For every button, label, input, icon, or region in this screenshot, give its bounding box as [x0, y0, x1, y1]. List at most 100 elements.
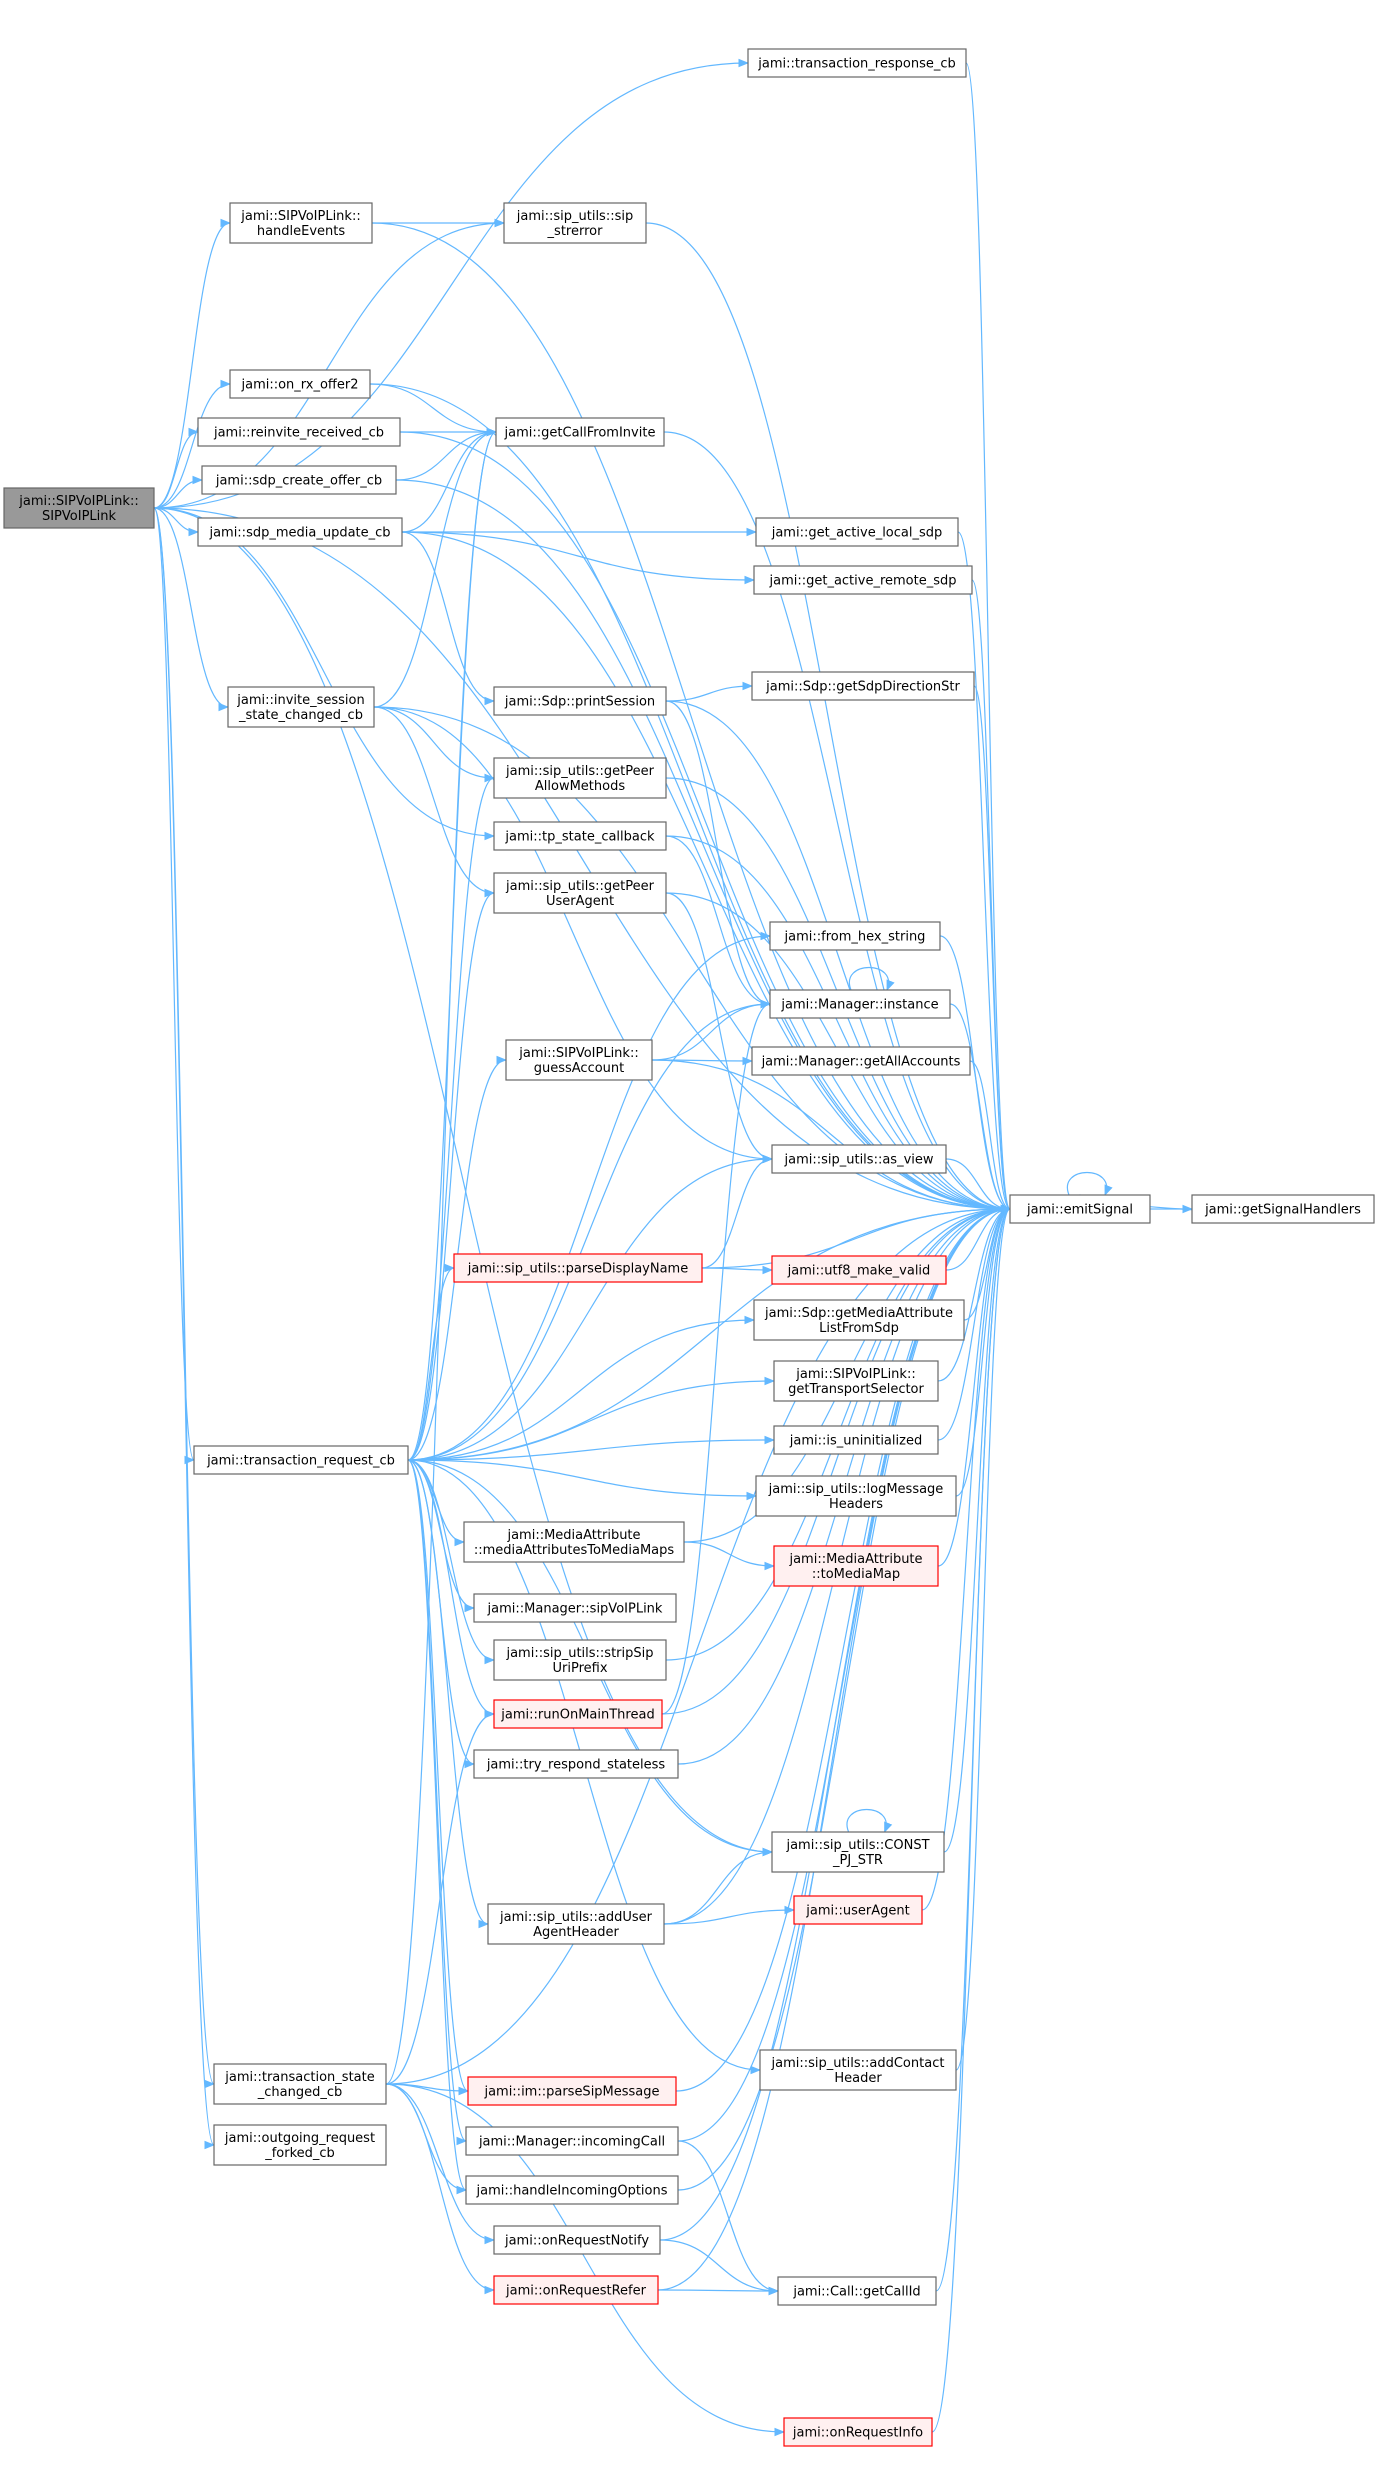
- node-jami-useragent[interactable]: jami::userAgent: [793, 1895, 923, 1925]
- node-jami-invite-session-state-changed-cb[interactable]: jami::invite_session_state_changed_cb: [227, 686, 375, 728]
- node-jami-manager-instance[interactable]: jami::Manager::instance: [769, 989, 951, 1019]
- edge-trc-to-emit: [965, 62, 1012, 1213]
- edge-tsc-to-reqnot: [385, 2083, 496, 2245]
- edge-iss-to-gpam: [373, 706, 496, 783]
- node-jami-emitsignal[interactable]: jami::emitSignal: [1009, 1194, 1151, 1224]
- edge-treq-to-parsesip: [407, 1459, 470, 2096]
- node-jami-from-hex-string[interactable]: jami::from_hex_string: [769, 921, 941, 951]
- node-jami-sdp-getsdpdirectionstr[interactable]: jami::Sdp::getSdpDirectionStr: [751, 671, 975, 701]
- edge-getdir-to-emit: [973, 685, 1012, 1214]
- node-jami-getcallfrominvite[interactable]: jami::getCallFromInvite: [495, 417, 665, 447]
- node-label-line: _forked_cb: [264, 2146, 335, 2161]
- node-jami-sipvoiplink-handleevents[interactable]: jami::SIPVoIPLink::handleEvents: [229, 202, 373, 244]
- edge-treq-to-incall: [407, 1459, 468, 2146]
- node-jami-manager-incomingcall[interactable]: jami::Manager::incomingCall: [465, 2126, 679, 2156]
- edge-printsess-to-getdir: [665, 681, 754, 702]
- edge-parsedn-to-asview: [701, 1154, 774, 1269]
- edge-sdpmu-to-getcall: [401, 427, 498, 533]
- node-jami-transaction-state-changed-cb[interactable]: jami::transaction_state_changed_cb: [213, 2063, 387, 2105]
- node-box: [3, 487, 155, 529]
- node-jami-get-active-local-sdp[interactable]: jami::get_active_local_sdp: [755, 517, 959, 547]
- edge-iss-to-asview: [373, 706, 774, 1164]
- node-jami-sip-utils-sip-strerror[interactable]: jami::sip_utils::sip_strerror: [503, 202, 647, 244]
- edge-root-to-sdpmu: [153, 507, 200, 537]
- node-label-line: jami::sip_utils::addUser: [499, 1910, 653, 1925]
- edge-runmain-to-mgrinst: [661, 999, 772, 1715]
- node-label-line: UserAgent: [546, 894, 614, 909]
- edge-guess-to-emit: [651, 1059, 1012, 1214]
- node-jami-sdp-create-offer-cb[interactable]: jami::sdp_create_offer_cb: [201, 465, 397, 495]
- edge-root-to-strerr: [153, 218, 506, 509]
- node-jami-utf8-make-valid[interactable]: jami::utf8_make_valid: [771, 1255, 947, 1285]
- node-jami-sip-utils-parsedisplayname[interactable]: jami::sip_utils::parseDisplayName: [453, 1253, 703, 1283]
- node-label-line: jami::reinvite_received_cb: [213, 426, 384, 441]
- node-jami-sipvoiplink-sipvoiplink[interactable]: jami::SIPVoIPLink::SIPVoIPLink: [3, 487, 155, 529]
- node-box: [493, 872, 667, 914]
- node-jami-getsignalhandlers[interactable]: jami::getSignalHandlers: [1191, 1194, 1375, 1224]
- node-jami-try-respond-stateless[interactable]: jami::try_respond_stateless: [473, 1749, 679, 1779]
- node-jami-transaction-response-cb[interactable]: jami::transaction_response_cb: [747, 48, 967, 78]
- node-jami-tp-state-callback[interactable]: jami::tp_state_callback: [493, 821, 667, 851]
- node-box: [769, 989, 951, 1019]
- node-jami-outgoing-request-forked-cb[interactable]: jami::outgoing_request_forked_cb: [213, 2124, 387, 2166]
- node-jami-call-getcallid[interactable]: jami::Call::getCallId: [777, 2276, 937, 2306]
- node-label-line: _changed_cb: [257, 2085, 343, 2100]
- node-jami-onrequestinfo[interactable]: jami::onRequestInfo: [783, 2417, 933, 2447]
- edge-constpj-to-constpj: [846, 1808, 893, 1834]
- node-box: [493, 1639, 667, 1681]
- node-jami-onrequestnotify[interactable]: jami::onRequestNotify: [493, 2225, 661, 2255]
- node-label-line: jami::onRequestInfo: [792, 2426, 923, 2441]
- edge-root-to-sdpco: [153, 475, 204, 509]
- node-jami-im-parsesipmessage[interactable]: jami::im::parseSipMessage: [467, 2076, 677, 2106]
- node-jami-get-active-remote-sdp[interactable]: jami::get_active_remote_sdp: [753, 565, 973, 595]
- edge-treq-to-emit: [407, 1204, 1012, 1461]
- node-jami-sdp-printsession[interactable]: jami::Sdp::printSession: [493, 686, 667, 716]
- edge-root-to-treq: [153, 507, 196, 1464]
- node-jami-manager-getallaccounts[interactable]: jami::Manager::getAllAccounts: [751, 1046, 971, 1076]
- node-jami-runonmainthread[interactable]: jami::runOnMainThread: [493, 1699, 663, 1729]
- node-jami-on-rx-offer2[interactable]: jami::on_rx_offer2: [229, 369, 371, 399]
- node-jami-mediaattribute-mediaattributestomediamaps[interactable]: jami::MediaAttribute::mediaAttributesToM…: [463, 1521, 685, 1563]
- node-label-line: jami::sip_utils::getPeer: [505, 764, 655, 779]
- node-label-line: jami::Sdp::getSdpDirectionStr: [765, 680, 960, 695]
- edge-adduah-to-useragent: [663, 1905, 796, 1925]
- node-box: [771, 1831, 945, 1873]
- edge-getmal-to-emit: [963, 1204, 1012, 1321]
- node-jami-sip-utils-const-pj-str[interactable]: jami::sip_utils::CONST_PJ_STR: [771, 1831, 945, 1873]
- node-jami-onrequestrefer[interactable]: jami::onRequestRefer: [493, 2275, 659, 2305]
- node-jami-sdp-media-update-cb[interactable]: jami::sdp_media_update_cb: [197, 517, 403, 547]
- node-box: [503, 202, 647, 244]
- node-jami-manager-sipvoiplink[interactable]: jami::Manager::sipVoIPLink: [473, 1593, 677, 1623]
- node-label-line: getTransportSelector: [788, 1382, 924, 1397]
- node-label-line: jami::transaction_state: [224, 2070, 374, 2085]
- node-jami-sip-utils-as-view[interactable]: jami::sip_utils::as_view: [771, 1144, 947, 1174]
- node-box: [213, 2124, 387, 2166]
- node-label-line: jami::onRequestRefer: [505, 2284, 647, 2299]
- node-jami-reinvite-received-cb[interactable]: jami::reinvite_received_cb: [197, 417, 401, 447]
- node-jami-transaction-request-cb[interactable]: jami::transaction_request_cb: [193, 1445, 409, 1475]
- node-box: [229, 369, 371, 399]
- edge-adduah-to-constpj: [663, 1847, 774, 1925]
- node-jami-mediaattribute-tomediamap[interactable]: jami::MediaAttribute::toMediaMap: [773, 1545, 939, 1587]
- node-jami-handleincomingoptions[interactable]: jami::handleIncomingOptions: [465, 2175, 679, 2205]
- edge-gettsel-to-emit: [937, 1204, 1012, 1382]
- edge-treq-to-logmsg: [407, 1459, 758, 1501]
- node-box: [771, 1255, 947, 1285]
- node-box: [773, 1425, 939, 1455]
- edge-addcont-to-emit: [955, 1204, 1012, 2071]
- edge-treq-to-adduah: [407, 1459, 490, 1929]
- node-box: [493, 821, 667, 851]
- node-jami-sipvoiplink-guessaccount[interactable]: jami::SIPVoIPLink::guessAccount: [505, 1039, 653, 1081]
- node-box: [473, 1749, 679, 1779]
- edge-mgrinst-to-mgrinst: [848, 966, 895, 992]
- node-jami-is-uninitialized[interactable]: jami::is_uninitialized: [773, 1425, 939, 1455]
- node-label-line: SIPVoIPLink: [42, 509, 117, 524]
- node-jami-sipvoiplink-gettransportselector[interactable]: jami::SIPVoIPLink::getTransportSelector: [773, 1360, 939, 1402]
